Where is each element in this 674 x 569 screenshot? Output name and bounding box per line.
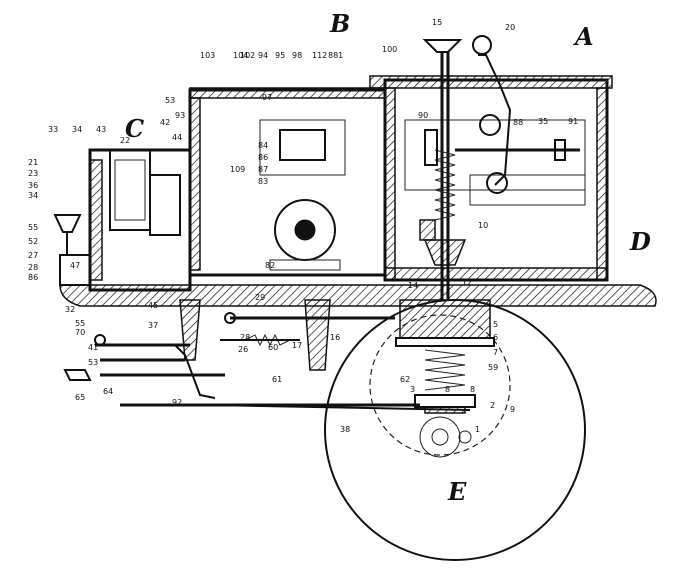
reference-numeral: 21 [28,158,38,167]
reference-numeral: 42 [160,118,170,127]
housing-a [369,75,613,282]
reference-numeral: 10 [478,221,488,230]
reference-numeral: 23 [28,169,38,178]
reference-numeral: 86 [28,273,38,282]
reference-numeral: 94 [258,51,268,60]
reference-numeral: 5 [493,320,498,329]
reference-numeral: 17 [292,341,302,350]
reference-numeral: 91 [568,117,578,126]
reference-numeral: 32 [65,305,75,314]
reference-numeral: 47 [70,261,80,270]
reference-numeral: 103 [200,51,215,60]
housing-b [188,87,387,277]
reference-numeral: 104 [233,51,248,60]
letter-b: B [329,9,350,38]
housing-c [53,148,192,292]
reference-numeral: 88 [513,118,523,127]
reference-numeral: 93 [175,111,185,120]
reference-numeral: 43 [96,125,106,134]
reference-numeral: 9 [510,405,515,414]
reference-numeral: 64 [103,387,113,396]
reference-numeral: 8 [445,385,450,394]
reference-numeral: 1 [475,425,480,434]
reference-numeral: 6 [493,333,498,342]
reference-numeral: 7 [493,348,498,357]
reference-numeral: 2 [490,401,495,410]
reference-numeral: 3 [410,385,415,394]
reference-numeral: 35 [538,117,548,126]
reference-numeral: 52 [28,237,38,246]
reference-numeral: 82 [265,261,275,270]
reference-numeral: 62 [400,375,410,384]
reference-numeral: 83 [258,177,268,186]
linkages [63,299,471,411]
reference-numeral: 55 [75,319,85,328]
vertical-shaft [419,39,467,300]
reference-numeral: 70 [75,328,85,337]
lower-drive [395,299,495,414]
reference-numeral: 61 [272,375,282,384]
reference-numeral: 34 [72,125,82,134]
letter-d: D [629,227,651,256]
reference-numeral: 29 [255,293,265,302]
reference-numeral: 8 [470,385,475,394]
reference-numeral: 100 [382,45,397,54]
reference-numeral: 112 [312,51,327,60]
reference-numeral: 34 [28,191,38,200]
reference-numeral: 98 [292,51,302,60]
reference-numeral: 109 [230,165,245,174]
reference-numeral: 13 [440,293,450,302]
reference-numeral: 36 [28,181,38,190]
reference-numeral: 15 [432,18,442,27]
reference-numeral: 60 [268,343,278,352]
reference-numeral: 55 [28,223,38,232]
reference-numeral: 27 [28,251,38,260]
reference-numeral: 90 [418,111,428,120]
reference-numeral: 59 [488,363,498,372]
reference-numeral: 95 [275,51,285,60]
reference-numeral: 28 [28,263,38,272]
reference-numeral: 16 [330,333,340,342]
reference-numeral: 97 [262,93,272,102]
reference-numeral: 881 [328,51,343,60]
reference-numeral: 12 [462,278,472,287]
reference-numeral: 92 [172,398,182,407]
base-plate-d [59,284,657,307]
reference-numeral: 41 [88,343,98,352]
letter-e: E [447,477,467,506]
reference-numeral: 44 [172,133,182,142]
reference-numeral: 87 [258,165,268,174]
reference-numeral: 37 [148,321,158,330]
letter-c: C [125,114,144,143]
reference-numeral: 53 [165,96,175,105]
letter-a: A [573,22,594,51]
reference-numeral: 20 [505,23,515,32]
reference-numeral: 45 [148,301,158,310]
reference-numeral: 102 [240,51,255,60]
crank-arm [424,35,580,194]
reference-numeral: 86 [258,153,268,162]
reference-numeral: 65 [75,393,85,402]
reference-numeral: 53 [88,358,98,367]
reference-numeral: 38 [340,425,350,434]
reference-numeral: 26 [238,345,248,354]
reference-numeral: 28 [240,333,250,342]
reference-numeral: 22 [120,136,130,145]
reference-numeral: 14 [408,281,418,290]
reference-numeral: 33 [48,125,58,134]
reference-numeral: 84 [258,141,268,150]
